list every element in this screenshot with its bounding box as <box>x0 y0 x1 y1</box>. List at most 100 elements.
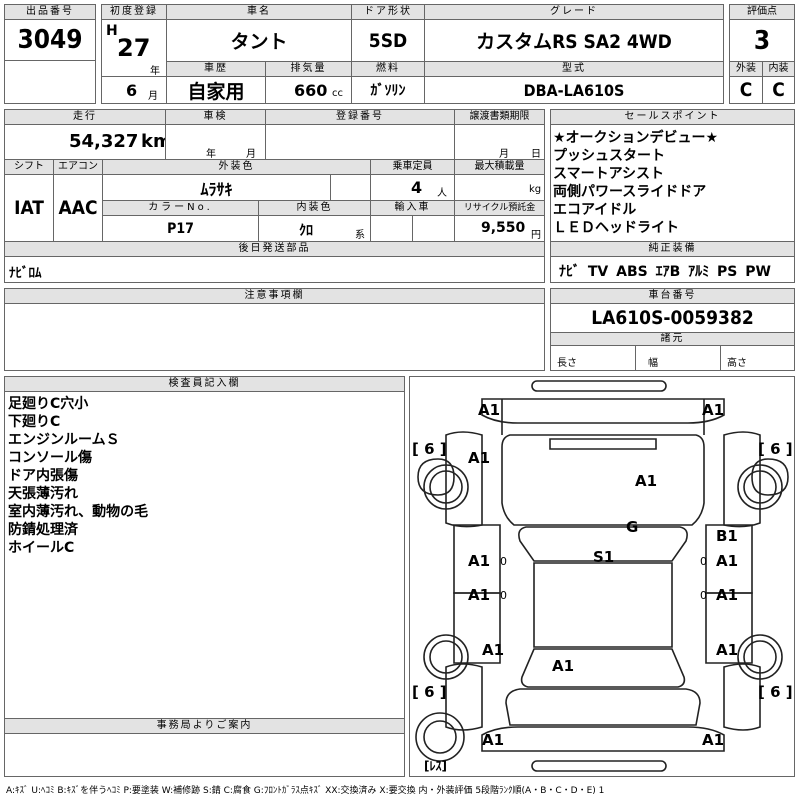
sales-point: ＬＥＤヘッドライト <box>553 220 679 236</box>
model: DBA-LA610S <box>424 76 724 104</box>
recycle-unit: 円 <box>531 230 541 241</box>
displacement-unit: cc <box>332 88 343 99</box>
mileage-label: 走行 <box>4 109 166 125</box>
spare-tire: [ﾚｽ] <box>424 759 447 773</box>
later-parts-label: 後日発送部品 <box>4 241 545 257</box>
capacity: 4 <box>411 178 423 197</box>
mileage-unit: km <box>141 131 172 152</box>
width-label: 幅 <box>648 358 658 369</box>
damage-rear-door-left: A1 <box>468 586 491 604</box>
sales-points-box: ★オークションデビュー★プッシュスタートスマートアシスト両側パワースライドドアエ… <box>550 124 795 242</box>
transfer-label: 譲渡書類期限 <box>454 109 545 125</box>
reg-year: 27 <box>117 34 151 62</box>
sales-point: 両側パワースライドドア <box>553 184 707 200</box>
interior-label: 内装 <box>762 61 795 77</box>
later-parts: ﾅﾋﾞﾛﾑ <box>9 266 42 281</box>
caution-label: 注意事項欄 <box>4 288 545 304</box>
inspection-label: 車検 <box>165 109 266 125</box>
ext-color-extra <box>330 174 371 201</box>
max-load-label: 最大積載量 <box>454 159 545 175</box>
inspector-note: 防錆処理済 <box>8 522 78 538</box>
int-color-label: 内装色 <box>258 200 371 216</box>
score-label: 評価点 <box>729 4 795 20</box>
office-label: 事務局よりご案内 <box>4 718 405 734</box>
inspector-note: 足廻りC穴小 <box>8 396 89 412</box>
damage-front-door-right: A1 <box>716 552 739 570</box>
import-box-right <box>412 215 455 242</box>
reg-month: 6 <box>126 81 138 100</box>
ac: AAC <box>53 174 103 242</box>
specs-label: 諸元 <box>550 332 795 346</box>
inspector-note: 室内薄汚れ、動物の毛 <box>8 504 149 520</box>
damage-windshield: G <box>626 518 639 536</box>
color-no: P17 <box>102 215 259 242</box>
damage-rear-fender-left: A1 <box>482 641 505 659</box>
car-diagram: A1 A1 A1 A1 G S1 B1 A1 A1 A1 A1 A1 A1 A1… <box>409 376 795 777</box>
height-label: 高さ <box>727 358 747 369</box>
exterior-grade: C <box>729 76 763 104</box>
chassis-no: LA610S-0059382 <box>550 303 795 333</box>
era: H <box>106 23 118 39</box>
damage-rear-window: A1 <box>552 657 575 675</box>
specs-width-box: 幅 <box>635 345 721 371</box>
history-label: 車歴 <box>166 61 266 77</box>
reg-no-label: 登録番号 <box>265 109 455 125</box>
inspector-note: ホイールC <box>8 540 75 556</box>
inspector-note: 天張薄汚れ <box>8 486 78 502</box>
damage-front-fender-left: A1 <box>468 449 491 467</box>
inspection-year-unit: 年 <box>206 149 216 160</box>
inspector-label: 検査員記入欄 <box>4 376 405 392</box>
shift: IAT <box>4 174 54 242</box>
zero-front-door-left: 0 <box>500 555 507 568</box>
door-label: ドア形状 <box>351 4 425 20</box>
equipment-label: 純正装備 <box>550 241 795 257</box>
lot-no-blank <box>4 60 96 104</box>
specs-length-box: 長さ <box>550 345 636 371</box>
reg-no-box <box>265 124 455 160</box>
import-box-left <box>370 215 413 242</box>
sales-point: ★オークションデビュー★ <box>553 130 719 146</box>
sales-point: エコアイドル <box>553 202 637 218</box>
displacement: 660 <box>294 81 328 100</box>
tire-rear-right: [ 6 ] <box>758 683 793 701</box>
import-label: 輸入車 <box>370 200 455 216</box>
mileage-box: 54,327 km <box>4 124 172 160</box>
damage-rear-bumper-right: A1 <box>702 731 725 749</box>
displacement-label: 排気量 <box>265 61 352 77</box>
zero-rear-door-left: 0 <box>500 589 507 602</box>
ac-label: エアコン <box>53 159 103 175</box>
ext-color: ﾑﾗｻｷ <box>102 174 331 201</box>
transfer-month-unit: 月 <box>499 149 509 160</box>
history: 自家用 <box>166 76 266 104</box>
max-load-box: kg <box>454 174 545 201</box>
inspector-note: エンジンルームＳ <box>8 432 120 448</box>
color-no-label: カラーNo. <box>102 200 259 216</box>
reg-month-unit: 月 <box>148 91 158 102</box>
shift-label: シフト <box>4 159 54 175</box>
max-load-unit: kg <box>529 184 542 195</box>
int-color-box: ｸﾛ 系 <box>258 215 371 242</box>
capacity-box: 4 人 <box>370 174 455 201</box>
fuel-label: 燃料 <box>351 61 425 77</box>
lot-no: 3049 <box>4 19 96 61</box>
first-reg-label: 初度登録 <box>101 4 167 20</box>
capacity-label: 乗車定員 <box>370 159 455 175</box>
tire-front-left: [ 6 ] <box>412 440 447 458</box>
equipment: ﾅﾋﾞ TV ABS ｴｱB ｱﾙﾐ PS PW <box>559 264 771 280</box>
transfer-day-unit: 日 <box>531 149 541 160</box>
score: 3 <box>729 19 795 62</box>
recycle: 9,550 <box>481 220 526 236</box>
office-box <box>4 733 405 777</box>
car-outline <box>415 380 789 772</box>
sales-point: プッシュスタート <box>553 148 665 164</box>
door: 5SD <box>351 19 425 62</box>
car-name: タント <box>166 19 352 62</box>
recycle-box: 9,550 円 <box>454 215 545 242</box>
damage-roof: S1 <box>593 548 615 566</box>
first-reg-box: H 27 年 <box>101 19 167 77</box>
lot-no-label: 出品番号 <box>4 4 96 20</box>
equipment-box: ﾅﾋﾞ TV ABS ｴｱB ｱﾙﾐ PS PW <box>550 256 795 283</box>
damage-rear-door-right: A1 <box>716 586 739 604</box>
